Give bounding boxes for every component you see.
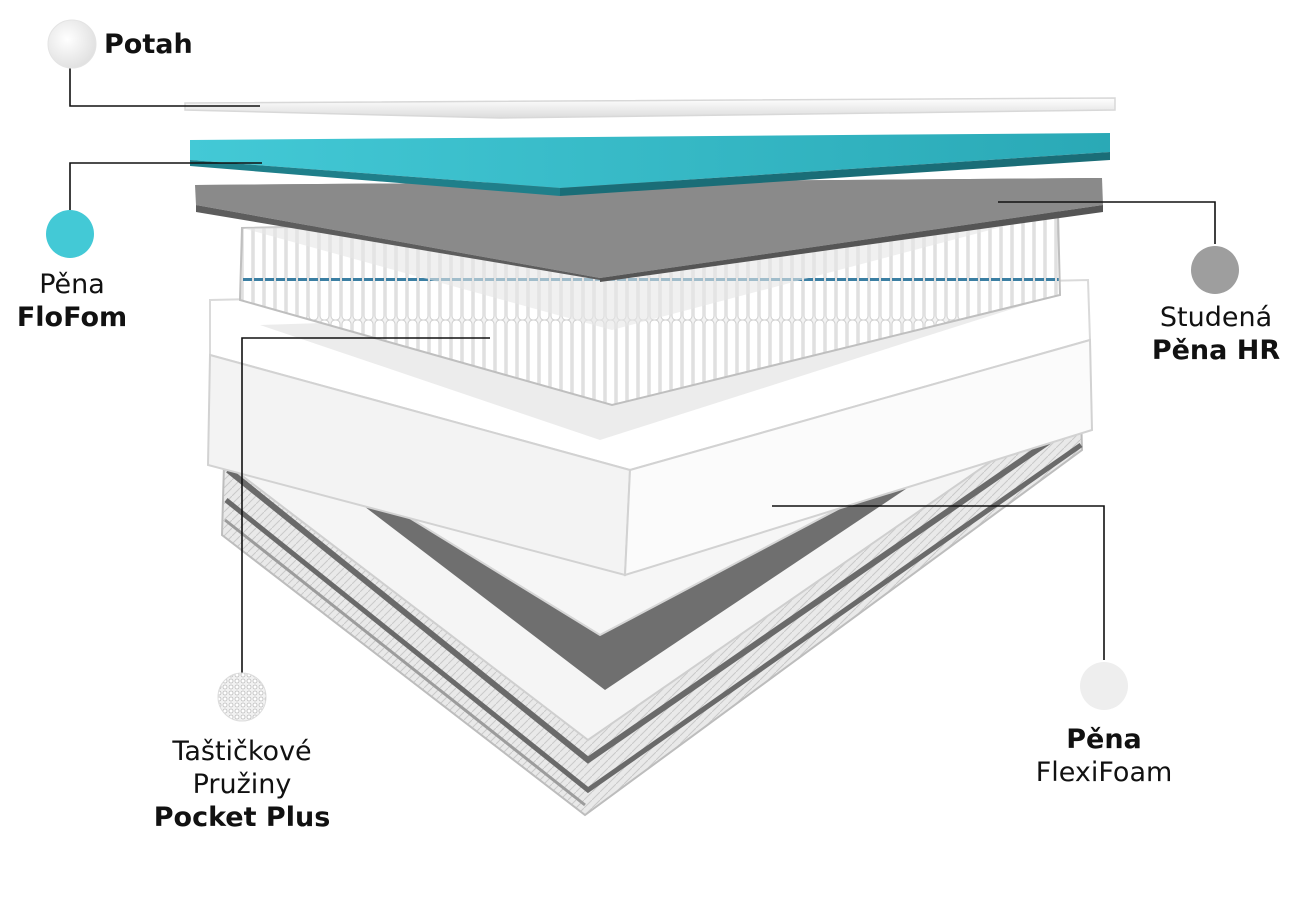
hr-label-line1: Studená xyxy=(1159,302,1273,333)
cover-swatch xyxy=(47,19,97,69)
flexi-label-bold: Pěna xyxy=(1066,724,1142,755)
pocket-label: Taštičkové Pružiny Pocket Plus xyxy=(142,735,342,834)
flofom-label-line1: Pěna xyxy=(39,269,105,300)
pocket-swatch xyxy=(217,672,267,722)
flofom-label-bold: FloFom xyxy=(16,302,128,333)
leader-hr xyxy=(998,201,1216,244)
leader-flofom xyxy=(69,162,262,210)
pocket-label-line1: Taštičkové xyxy=(172,736,312,767)
flexi-label-line2: FlexiFoam xyxy=(1035,757,1173,788)
leader-lines xyxy=(69,66,1216,673)
flexi-label: Pěna FlexiFoam xyxy=(1016,723,1192,789)
leader-cover xyxy=(69,66,260,107)
flofom-layer xyxy=(190,133,1110,196)
hr-swatch xyxy=(1191,246,1239,294)
cover-layer xyxy=(184,97,1116,119)
flexi-swatch xyxy=(1080,662,1128,710)
flofom-swatch xyxy=(46,210,94,258)
hr-label-bold: Pěna HR xyxy=(1151,335,1281,366)
leader-pocket xyxy=(241,337,490,673)
cover-label-bold: Potah xyxy=(104,29,193,60)
hr-foam-layer xyxy=(195,178,1103,282)
pocket-label-bold: Pocket Plus xyxy=(153,802,331,833)
cover-label: Potah xyxy=(104,28,193,61)
leader-flexi xyxy=(772,505,1105,660)
flofom-label: Pěna FloFom xyxy=(0,268,144,334)
pocket-label-line2: Pružiny xyxy=(192,769,292,800)
hr-label: Studená Pěna HR xyxy=(1136,301,1296,367)
